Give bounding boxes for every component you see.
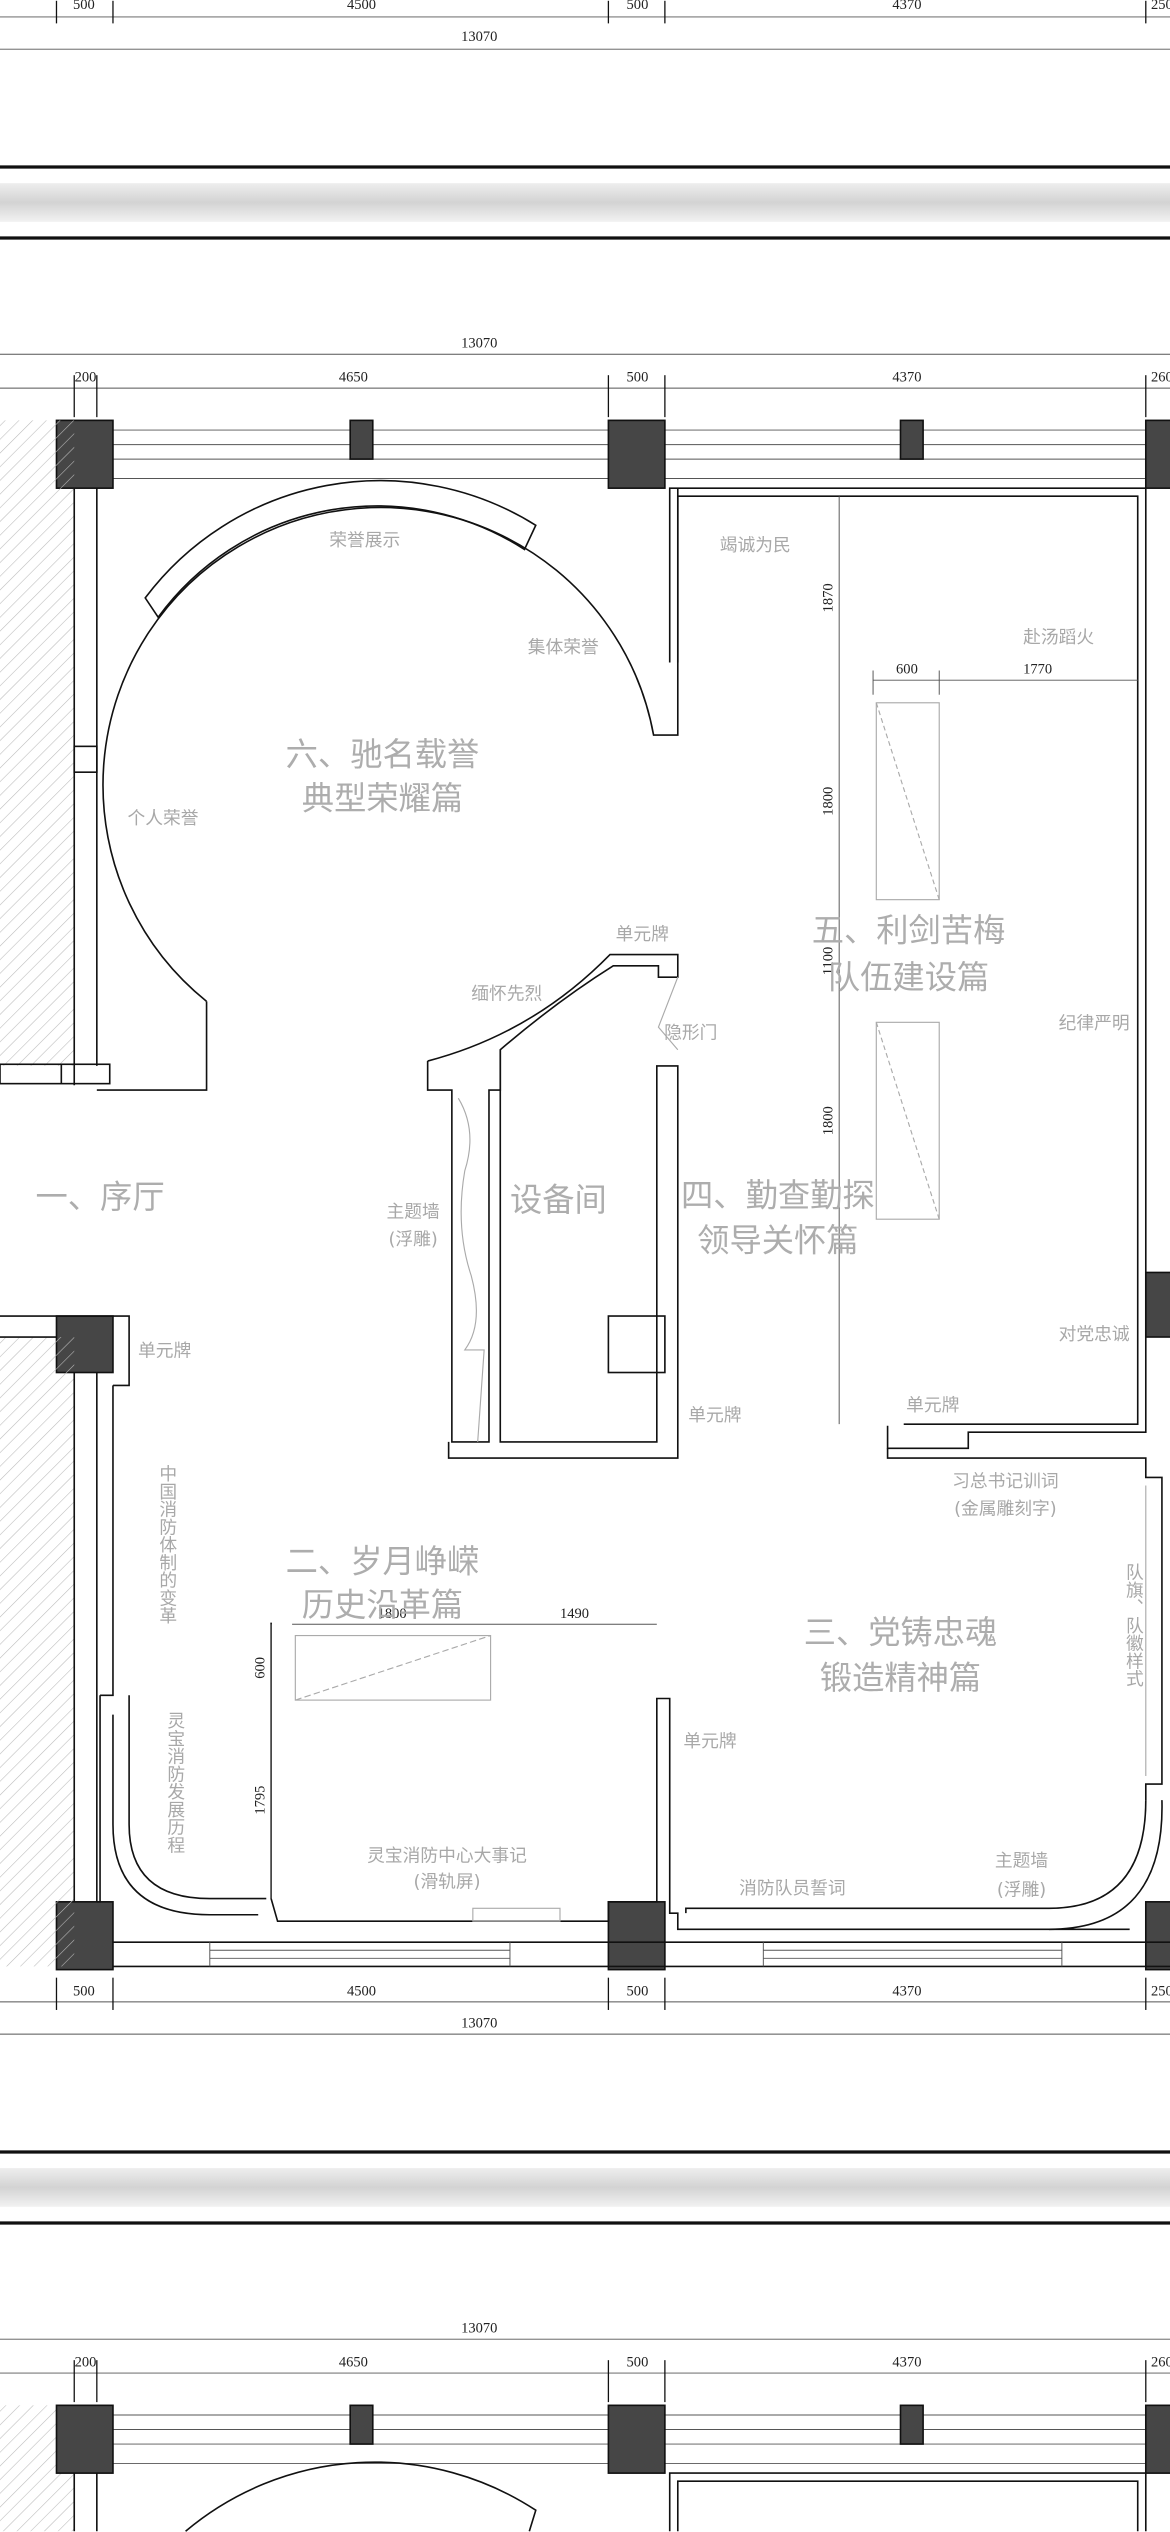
column (899, 419, 924, 460)
dim-label: 500 (73, 0, 95, 13)
label: 单元牌 (906, 1395, 959, 1416)
dim-label: 4370 (892, 1983, 921, 1999)
column (607, 419, 666, 489)
dim-label: 260 (1151, 370, 1170, 386)
label: 单元牌 (616, 924, 669, 945)
dim-total: 13070 (461, 336, 497, 352)
label: 单元牌 (688, 1405, 741, 1426)
column (349, 419, 374, 460)
dim-label: 4650 (339, 2355, 368, 2371)
label: 习总书记训词(金属雕刻字) (952, 1471, 1059, 1519)
dim-label: 500 (627, 2355, 649, 2371)
dim-label: 4370 (892, 0, 921, 13)
column (1144, 1901, 1170, 1971)
column (1144, 1271, 1170, 1338)
label: 单元牌 (138, 1340, 191, 1361)
zone-title-history: 二、岁月峥嵘历史沿革篇 (286, 1543, 480, 1625)
dim-label: 1800 (378, 1606, 407, 1622)
dim-label: 500 (627, 370, 649, 386)
dim-label: 1870 (821, 583, 837, 612)
dim-label: 500 (73, 1983, 95, 1999)
label: 荣誉展示 (329, 530, 400, 551)
dim-total: 13070 (461, 2016, 497, 2032)
dim-label: 200 (75, 370, 97, 386)
label: 缅怀先烈 (471, 984, 542, 1005)
column (1144, 419, 1170, 489)
dim-label: 1800 (821, 787, 837, 816)
dim-label: 1770 (1023, 662, 1052, 678)
dim-label: 600 (896, 662, 918, 678)
next-page-fragment: 13070 200 4650 500 4370 260 (0, 2221, 1170, 2532)
page-separator (0, 183, 1170, 222)
zone-title-team: 五、利剑苦梅队伍建设篇 (812, 912, 1006, 997)
zone-title-lobby: 一、序厅 (36, 1178, 165, 1216)
dim-label: 1490 (560, 1606, 589, 1622)
label: 消防队员誓词 (739, 1878, 846, 1899)
dim-label: 500 (627, 1983, 649, 1999)
dim-label: 4370 (892, 2355, 921, 2371)
dim-label: 600 (253, 1657, 269, 1679)
page-separator (0, 2168, 1170, 2207)
dim-label: 1800 (821, 1106, 837, 1135)
floor-plan-page: 13070 200 4650 500 4370 260 600 1770 187 (0, 236, 1170, 2154)
label: 竭诚为民 (720, 535, 791, 556)
zone-title-spirit: 三、党铸忠魂锻造精神篇 (804, 1614, 998, 1697)
label-vertical: 灵宝消防发展历程 (164, 1711, 185, 1853)
label: 集体荣誉 (528, 637, 599, 658)
room-title-equipment: 设备间 (510, 1181, 607, 1219)
label-vertical: 队旗、队徽样式 (1123, 1563, 1144, 1688)
dim-label: 500 (627, 0, 649, 13)
label: 纪律严明 (1059, 1013, 1130, 1034)
label: 个人荣誉 (127, 808, 198, 829)
dim-label: 250 (1151, 0, 1170, 13)
zone-title-leadership: 四、勤查勤探领导关怀篇 (681, 1176, 875, 1259)
dim-label: 250 (1151, 1983, 1170, 1999)
label: 灵宝消防中心大事记(滑轨屏) (367, 1845, 527, 1892)
dim-label: 1100 (821, 947, 837, 976)
label: 赴汤蹈火 (1023, 627, 1094, 648)
column (607, 1901, 666, 1971)
dim-label: 4500 (347, 0, 376, 13)
dim-label: 200 (75, 2355, 97, 2371)
dim-label: 1795 (253, 1786, 269, 1815)
dim-label: 4650 (339, 370, 368, 386)
dim-label: 4500 (347, 1983, 376, 1999)
label: 隐形门 (664, 1022, 717, 1043)
dim-label: 260 (1151, 2355, 1170, 2371)
dim-total: 13070 (461, 2321, 497, 2337)
zone-title-honor: 六、驰名载誉典型荣耀篇 (286, 736, 480, 818)
label-vertical: 中国消防体制的变革 (156, 1464, 177, 1624)
label: 单元牌 (683, 1731, 736, 1752)
previous-page-fragment: 500 4500 500 4370 250 13070 (0, 0, 1170, 169)
dim-label: 4370 (892, 370, 921, 386)
label: 主题墙(浮雕) (995, 1850, 1048, 1900)
label: 主题墙(浮雕) (386, 1202, 439, 1250)
label: 对党忠诚 (1059, 1324, 1130, 1345)
dim-total: 13070 (461, 29, 497, 45)
